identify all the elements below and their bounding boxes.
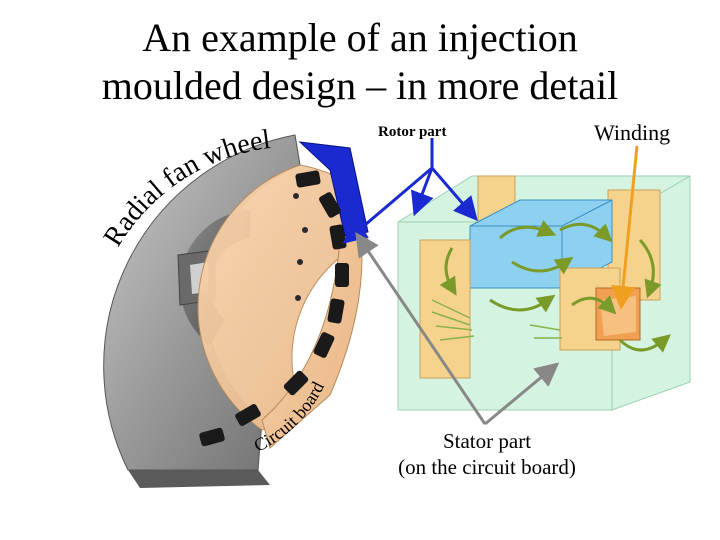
stator-label-line-1: Stator part <box>442 429 532 453</box>
page-title: An example of an injection moulded desig… <box>0 14 720 110</box>
stator-label-line-2: (on the circuit board) <box>398 455 576 479</box>
title-line-1: An example of an injection <box>142 15 578 60</box>
title-line-2: moulded design – in more detail <box>101 63 619 108</box>
winding-pointer-arrow <box>611 145 639 310</box>
rotor-part-label: Rotor part <box>378 124 447 140</box>
fan-wheel-illustration <box>52 126 428 490</box>
motor-cad-illustration <box>397 175 691 411</box>
stator-pointer-arrows <box>355 232 560 426</box>
winding-label: Winding <box>594 120 671 145</box>
rotor-pointer-arrows <box>342 138 478 244</box>
stator-part-label: Stator part (on the circuit board) <box>376 428 598 480</box>
